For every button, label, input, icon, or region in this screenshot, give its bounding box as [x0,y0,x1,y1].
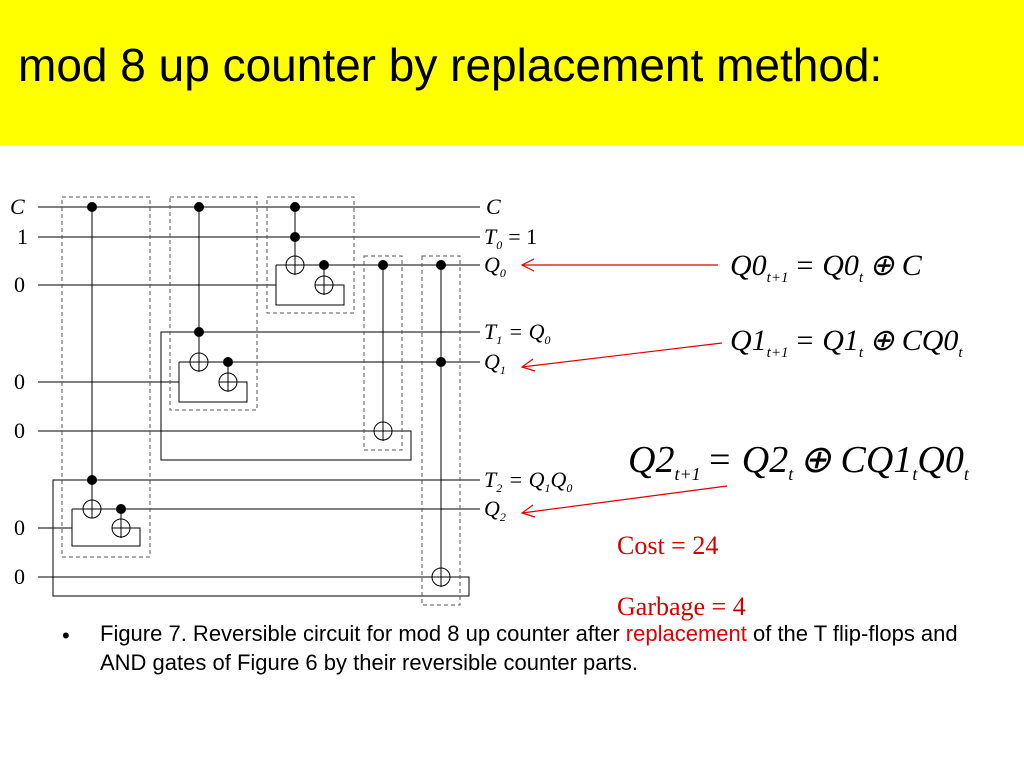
title-bar: mod 8 up counter by replacement method: [0,0,1024,145]
xor-target-icon [82,499,102,519]
control-dots [87,202,446,514]
output-label-q2: Q2 [484,496,506,524]
output-label-c: C [486,194,501,219]
wire-t2 [38,479,480,597]
xor-target-icon [431,567,451,587]
arrow-q0 [520,258,718,272]
control-dot [116,504,126,514]
arrow-q2 [520,485,728,518]
equation-q0: Q0t+1= Q0t⊕ C [730,249,923,286]
garbage-label: Garbage = 4 [617,592,746,621]
control-dot [87,202,97,212]
caption-highlight: replacement [625,621,747,646]
gate-box-4 [363,255,403,451]
circuit-wires [38,206,480,597]
input-labels: C 1 0 0 0 0 0 [10,194,28,589]
equation-q2: Q2t+1= Q2t⊕ CQ1tQ0t [628,439,970,484]
control-dot [319,260,329,270]
figure-caption: Figure 7. Reversible circuit for mod 8 u… [100,619,970,677]
wire-t1 [38,331,480,461]
control-dot [194,202,204,212]
gate-box-5 [421,255,461,606]
arrow-q1 [520,342,723,372]
control-dot [290,202,300,212]
control-dot [290,232,300,242]
output-label-q0: Q0 [484,252,506,280]
xor-target-icon [218,372,238,392]
xor-targets [82,255,451,587]
caption-text-after: of the T flip-flops and AND gates of Fig… [100,621,958,675]
wire-q1-feedback [178,362,248,403]
pointer-arrows [520,258,728,518]
input-label-zero: 0 [14,564,25,589]
gate-box-1 [61,196,151,558]
output-label-t1: T1= Q0 [484,319,550,347]
equation-q1: Q1t+1= Q1t⊕ CQ0t [730,324,963,361]
control-dot [223,357,233,367]
output-label-q1: Q1 [484,349,506,377]
xor-target-icon [111,518,131,538]
input-label-c: C [10,194,25,219]
control-dot [378,260,388,270]
caption-text-before: Figure 7. Reversible circuit for mod 8 u… [100,621,626,646]
cost-label: Cost = 24 [617,531,719,560]
control-dot [436,260,446,270]
input-label-zero: 0 [14,515,25,540]
output-labels: C T0= 1 Q0 T1= Q0 Q1 T2= Q1Q0 Q2 [484,194,572,524]
output-label-t2: T2= Q1Q0 [484,467,572,495]
gate-boxes [61,196,461,606]
xor-target-icon [189,352,209,372]
gate-box-3 [266,196,355,314]
output-label-t0: T0= 1 [484,224,537,252]
wire-q0-feedback [275,265,345,306]
input-label-zero: 0 [14,369,25,394]
control-dot [194,327,204,337]
control-dot [436,357,446,367]
input-label-zero: 0 [14,418,25,443]
gate-box-2 [169,196,258,411]
input-label-one: 1 [17,224,28,249]
wire-q2-feedback [71,509,141,547]
xor-target-icon [373,421,393,441]
control-dot [87,475,97,485]
input-label-zero: 0 [14,272,25,297]
xor-target-icon [285,255,305,275]
slide-title: mod 8 up counter by replacement method: [18,39,883,91]
bullet-icon: • [62,623,70,648]
xor-target-icon [314,275,334,295]
